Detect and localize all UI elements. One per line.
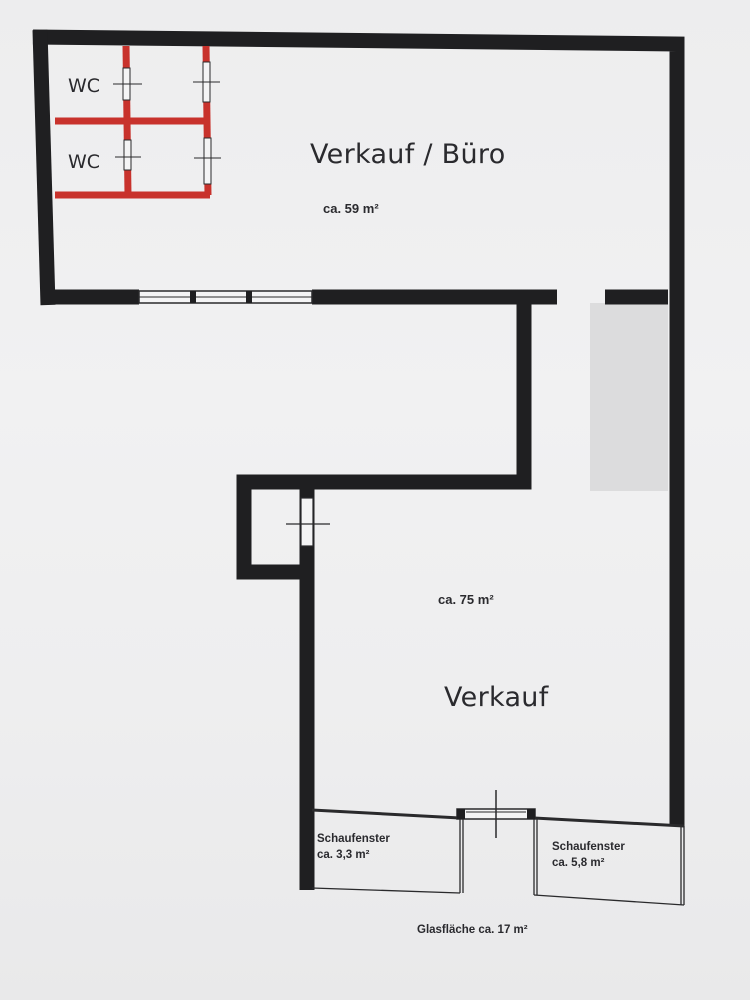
shop-window-right-label: Schaufenster ca. 5,8 m² bbox=[552, 839, 625, 871]
upper-room-area: ca. 59 m² bbox=[323, 201, 379, 216]
wc-label-lower: WC bbox=[68, 151, 101, 173]
glass-area-label: Glasfläche ca. 17 m² bbox=[417, 924, 528, 936]
shop-window-left-area: ca. 3,3 m² bbox=[317, 849, 370, 861]
corridor-area bbox=[590, 303, 668, 491]
upper-window bbox=[138, 290, 313, 304]
outer-walls bbox=[32, 29, 685, 890]
entrance-door bbox=[456, 790, 536, 838]
lower-room-title: Verkauf bbox=[444, 682, 549, 713]
shop-window-left bbox=[311, 808, 464, 894]
shop-window-left-label: Schaufenster ca. 3,3 m² bbox=[317, 831, 390, 863]
shop-window-right bbox=[533, 816, 685, 906]
shop-window-right-area: ca. 5,8 m² bbox=[552, 857, 605, 869]
wc-doors bbox=[113, 61, 221, 185]
lower-room-area: ca. 75 m² bbox=[438, 592, 494, 607]
closet-door bbox=[286, 497, 330, 547]
wc-label-upper: WC bbox=[68, 75, 101, 97]
upper-room-title: Verkauf / Büro bbox=[310, 139, 506, 170]
shop-window-left-name: Schaufenster bbox=[317, 833, 390, 845]
shop-window-right-name: Schaufenster bbox=[552, 841, 625, 853]
